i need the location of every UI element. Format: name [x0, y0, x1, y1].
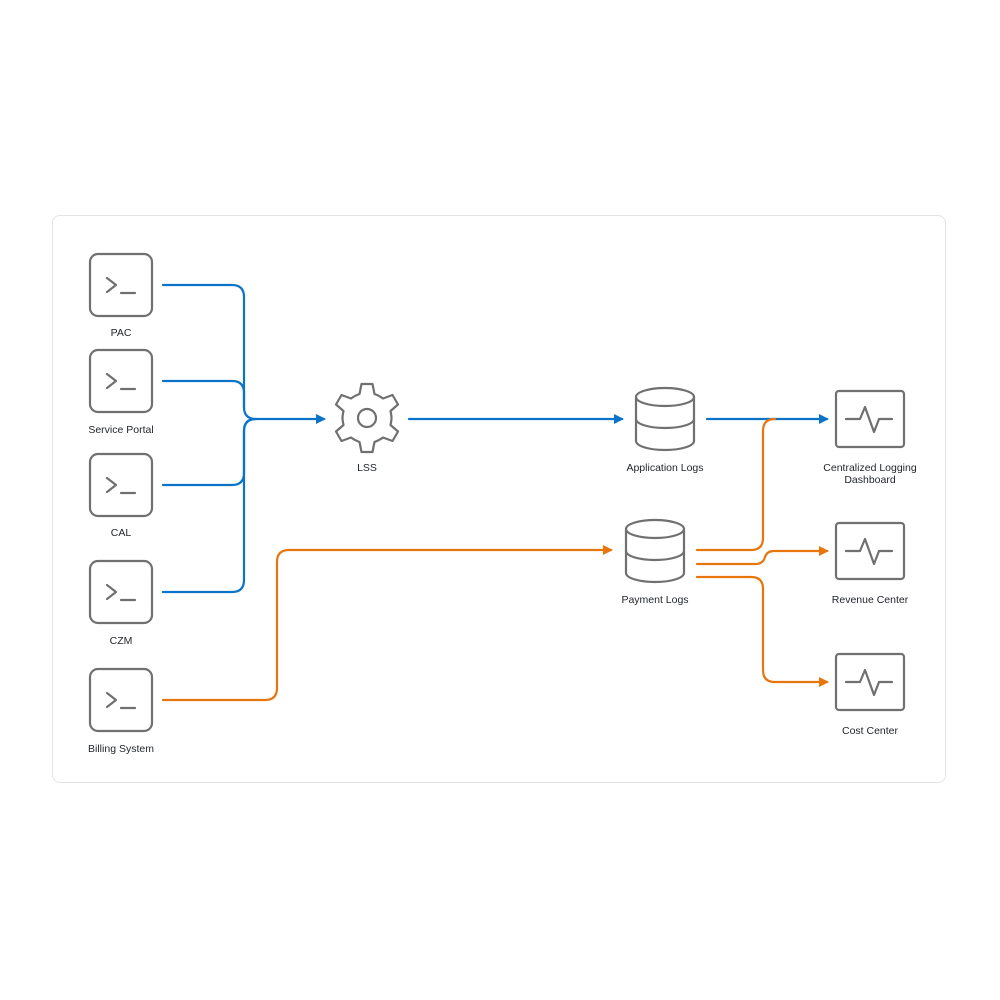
- node-label-pac: PAC: [111, 327, 132, 339]
- flow-payment-logs-to-dashboard: [695, 417, 777, 552]
- node-service-portal[interactable]: Service Portal: [88, 348, 154, 436]
- terminal-icon: [88, 559, 154, 625]
- flow-pac-to-lss: [161, 283, 326, 424]
- node-label-payment-logs: Payment Logs: [621, 594, 688, 606]
- node-revenue-center[interactable]: Revenue Center: [832, 521, 909, 606]
- node-label-service-portal: Service Portal: [88, 424, 153, 436]
- flow-payment-logs-to-cost: [695, 575, 829, 687]
- node-label-cost-center: Cost Center: [842, 725, 899, 737]
- diagram-panel: [52, 215, 946, 783]
- node-centralized-logging-dashboard[interactable]: Centralized Logging Dashboard: [823, 389, 917, 486]
- node-cost-center[interactable]: Cost Center: [834, 652, 906, 737]
- activity-monitor-icon: [834, 521, 906, 581]
- orange-flows: [161, 417, 829, 702]
- flow-cal-to-lss: [161, 417, 258, 487]
- terminal-icon: [88, 667, 154, 733]
- activity-monitor-icon: [834, 652, 906, 712]
- node-cal[interactable]: CAL: [88, 452, 154, 539]
- node-label-centralized-logging-line1: Centralized Logging: [823, 462, 917, 474]
- node-label-lss: LSS: [357, 462, 377, 474]
- node-label-czm: CZM: [110, 635, 133, 647]
- terminal-icon: [88, 252, 154, 318]
- database-icon: [634, 386, 696, 452]
- flow-billing-to-payment-logs: [161, 545, 613, 702]
- node-lss[interactable]: LSS: [334, 382, 400, 474]
- database-icon: [624, 518, 686, 584]
- node-label-cal: CAL: [111, 527, 132, 539]
- flow-payment-logs-to-revenue: [695, 546, 829, 566]
- node-label-revenue-center: Revenue Center: [832, 594, 909, 606]
- flow-service-portal-to-lss: [161, 379, 246, 409]
- activity-monitor-icon: [834, 389, 906, 449]
- node-label-centralized-logging-line2: Dashboard: [844, 474, 896, 486]
- blue-flows: [161, 283, 829, 594]
- gear-icon: [334, 382, 400, 454]
- flow-czm-to-lss: [161, 417, 258, 594]
- node-application-logs[interactable]: Application Logs: [626, 386, 704, 474]
- terminal-icon: [88, 348, 154, 414]
- node-czm[interactable]: CZM: [88, 559, 154, 647]
- node-pac[interactable]: PAC: [88, 252, 154, 339]
- terminal-icon: [88, 452, 154, 518]
- node-label-billing-system: Billing System: [88, 743, 154, 755]
- node-payment-logs[interactable]: Payment Logs: [621, 518, 689, 606]
- node-label-application-logs: Application Logs: [626, 462, 703, 474]
- node-billing-system[interactable]: Billing System: [88, 667, 154, 755]
